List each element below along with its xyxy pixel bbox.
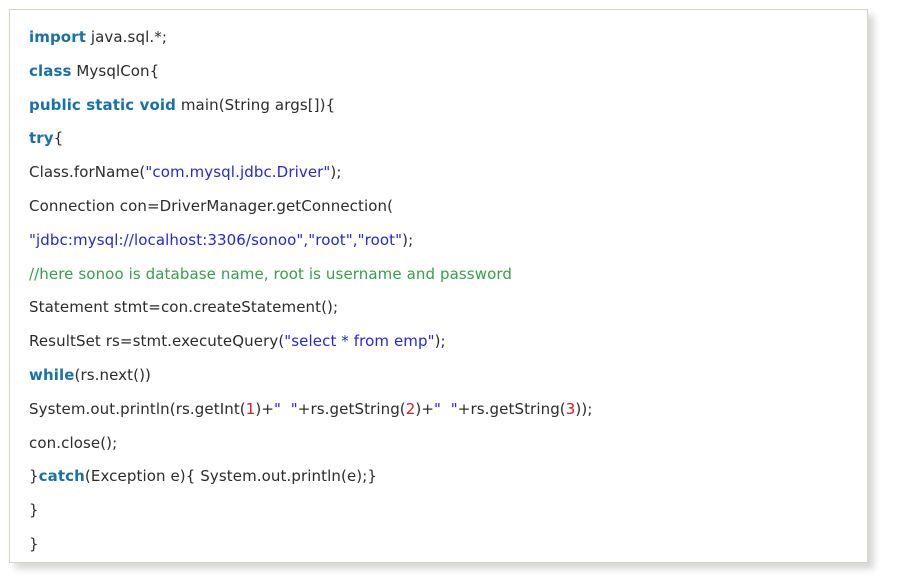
code-token-p: System.out.println(rs.getInt(: [29, 399, 246, 418]
code-line: class MysqlCon{: [29, 55, 849, 89]
code-token-com: //here sonoo is database name, root is u…: [29, 264, 512, 283]
code-token-p: }: [29, 467, 39, 486]
code-line: Connection con=DriverManager.getConnecti…: [29, 190, 849, 224]
code-line: }: [29, 528, 849, 562]
code-line: public static void main(String args[]){: [29, 89, 849, 123]
code-token-kw: try: [29, 129, 54, 148]
code-token-num: 1: [245, 399, 256, 418]
code-line: con.close();: [29, 427, 849, 461]
code-line: }: [29, 494, 849, 528]
code-line: //here sonoo is database name, root is u…: [29, 258, 849, 292]
code-token-str: "jdbc:mysql://localhost:3306/sonoo","roo…: [29, 230, 403, 249]
code-token-p: (Exception e){ System.out.println(e);}: [84, 467, 378, 486]
code-line: "jdbc:mysql://localhost:3306/sonoo","roo…: [29, 224, 849, 258]
code-line: import java.sql.*;: [29, 21, 849, 55]
code-token-kw: class: [29, 61, 72, 80]
code-token-p: );: [402, 230, 414, 249]
code-token-p: Connection con=DriverManager.getConnecti…: [29, 196, 394, 215]
code-token-p: MysqlCon{: [71, 61, 160, 80]
code-token-p: {: [53, 129, 64, 148]
code-token-p: )+: [255, 399, 275, 418]
code-token-p: main(String args[]){: [175, 95, 336, 114]
code-token-kw: public static void: [29, 95, 176, 114]
code-token-num: 2: [405, 399, 416, 418]
code-token-str: " ": [434, 399, 458, 418]
code-token-p: ResultSet rs=stmt.executeQuery(: [29, 332, 285, 351]
code-line: ResultSet rs=stmt.executeQuery("select *…: [29, 325, 849, 359]
code-token-kw: catch: [38, 467, 85, 486]
code-token-p: }: [29, 534, 39, 553]
code-token-p: }: [29, 501, 39, 520]
code-token-p: +rs.getString(: [457, 399, 566, 418]
java-code-block: import java.sql.*;class MysqlCon{public …: [9, 9, 868, 563]
code-token-p: ));: [575, 399, 593, 418]
code-token-p: Statement stmt=con.createStatement();: [29, 298, 339, 317]
code-token-str: "com.mysql.jdbc.Driver": [145, 163, 331, 182]
code-token-p: (rs.next()): [74, 365, 151, 384]
code-line: try{: [29, 122, 849, 156]
code-token-num: 3: [565, 399, 576, 418]
code-token-p: con.close();: [29, 433, 118, 452]
code-token-kw: import: [29, 28, 86, 46]
code-token-str: " ": [274, 399, 298, 418]
code-token-p: );: [434, 332, 446, 351]
code-line: while(rs.next()): [29, 359, 849, 393]
code-token-p: Class.forName(: [29, 163, 146, 182]
code-token-p: );: [330, 163, 342, 182]
code-token-str: "select * from emp": [284, 332, 435, 351]
code-line: }catch(Exception e){ System.out.println(…: [29, 460, 849, 494]
code-line: Statement stmt=con.createStatement();: [29, 291, 849, 325]
code-token-p: +rs.getString(: [297, 399, 406, 418]
code-token-p: java.sql.*;: [85, 28, 167, 46]
code-token-p: )+: [415, 399, 435, 418]
code-token-kw: while: [29, 365, 75, 384]
code-line: Class.forName("com.mysql.jdbc.Driver");: [29, 156, 849, 190]
code-line: System.out.println(rs.getInt(1)+" "+rs.g…: [29, 393, 849, 427]
